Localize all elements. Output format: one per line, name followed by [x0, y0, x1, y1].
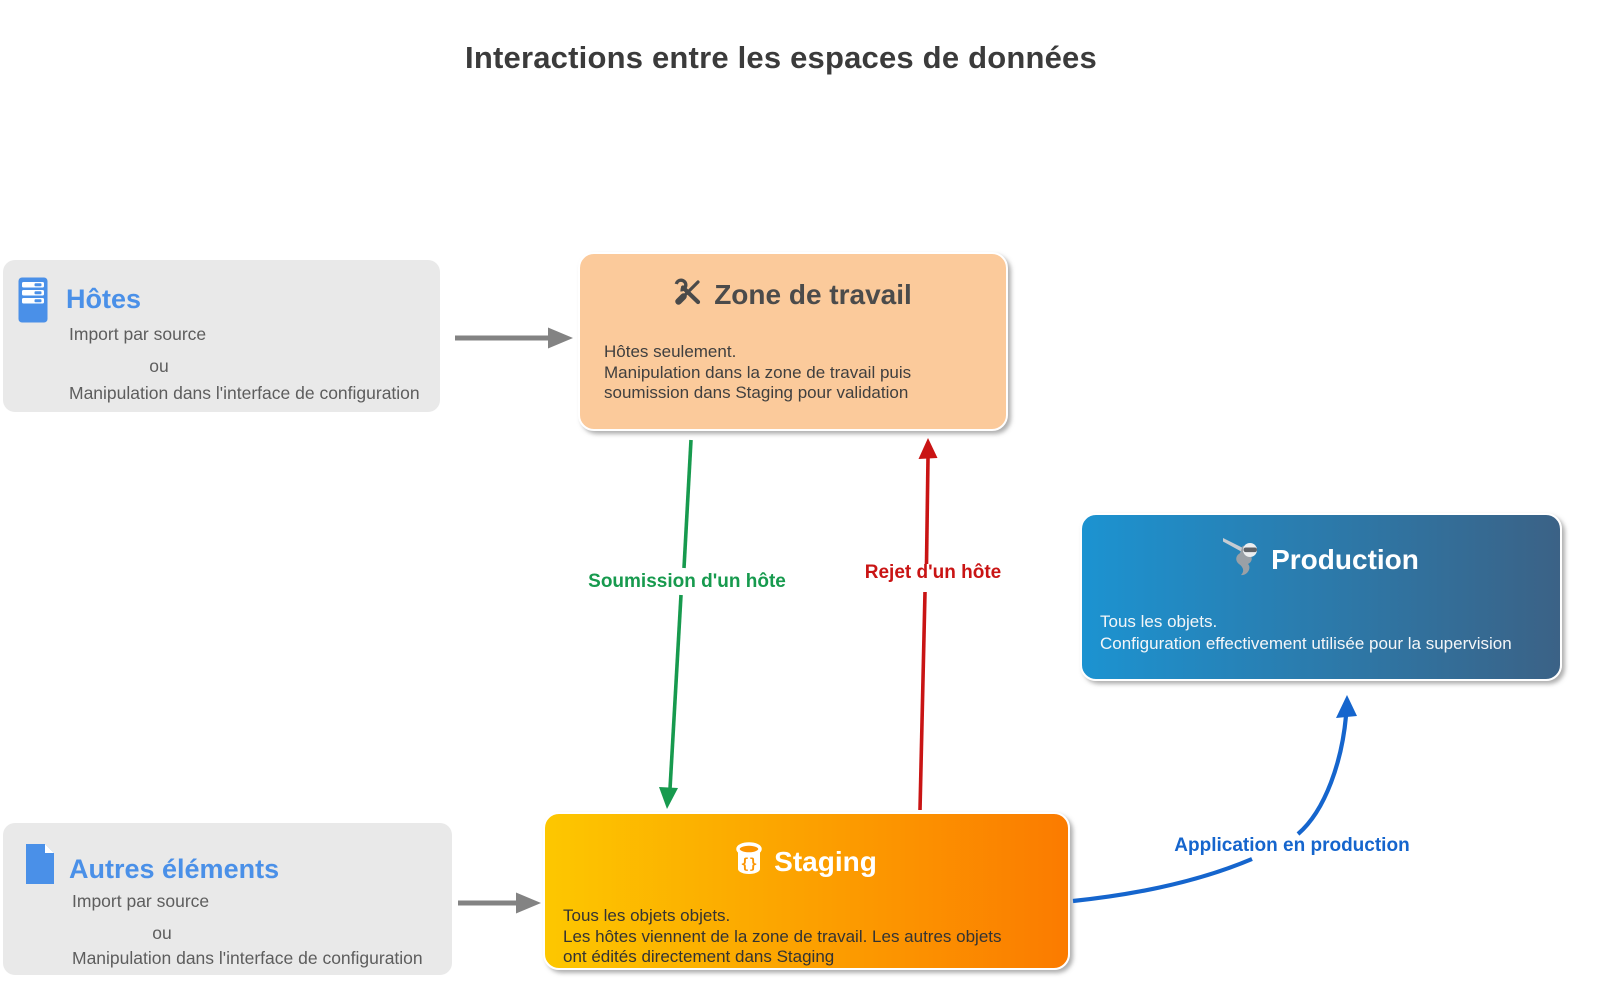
node-production-line-1: Tous les objets.	[1100, 612, 1218, 631]
node-production: Production Tous les objets. Configuratio…	[1080, 513, 1562, 681]
node-hotes-title: Hôtes	[66, 284, 142, 314]
database-icon: {}	[736, 842, 762, 881]
server-icon	[18, 277, 48, 328]
node-zone-line-3: soumission dans Staging pour validation	[604, 383, 909, 402]
node-hotes-line-2: ou	[149, 356, 169, 376]
rejet-arrow	[918, 438, 938, 811]
node-hotes-line-1: Import par source	[69, 324, 207, 344]
soumission-label: Soumission d'un hôte	[588, 571, 786, 592]
node-production-line-2: Configuration effectivement utilisée pou…	[1100, 633, 1512, 653]
hotes-to-zone-arrow	[455, 327, 573, 349]
ninja-icon	[1223, 537, 1259, 582]
node-autres-title: Autres éléments	[69, 854, 280, 884]
node-autres-elements: Autres éléments Import par source ou Man…	[3, 823, 452, 975]
node-staging-line-3: ont édités directement dans Staging	[563, 947, 835, 966]
autres-to-staging-arrow	[458, 892, 541, 914]
node-zone-title: Zone de travail	[714, 278, 912, 310]
node-production-title: Production	[1271, 543, 1419, 575]
node-staging-line-1: Tous les objets objets.	[563, 906, 731, 925]
node-hotes: Hôtes Import par source ou Manipulation …	[3, 260, 440, 412]
node-autres-line-2: ou	[152, 923, 172, 943]
node-zone-line-2: Manipulation dans la zone de travail pui…	[604, 362, 912, 382]
node-autres-line-3: Manipulation dans l'interface de configu…	[72, 948, 423, 968]
node-staging: {} Staging Tous les objets objets. Les h…	[543, 812, 1070, 970]
document-icon	[24, 842, 56, 891]
node-zone-line-1: Hôtes seulement.	[604, 342, 737, 361]
node-staging-line-2: Les hôtes viennent de la zone de travail…	[563, 926, 1002, 946]
application-arrow	[1072, 695, 1357, 904]
tools-icon	[674, 278, 702, 311]
node-autres-line-1: Import par source	[72, 891, 210, 911]
node-zone-de-travail: Zone de travail Hôtes seulement. Manipul…	[578, 252, 1008, 431]
rejet-label: Rejet d'un hôte	[864, 562, 1002, 583]
soumission-arrow	[659, 439, 693, 809]
node-hotes-line-3: Manipulation dans l'interface de configu…	[69, 383, 420, 403]
application-label: Application en production	[1174, 835, 1410, 856]
svg-text:{}: {}	[741, 857, 758, 873]
node-staging-title: Staging	[774, 845, 877, 877]
diagram-title: Interactions entre les espaces de donnée…	[465, 40, 1097, 75]
